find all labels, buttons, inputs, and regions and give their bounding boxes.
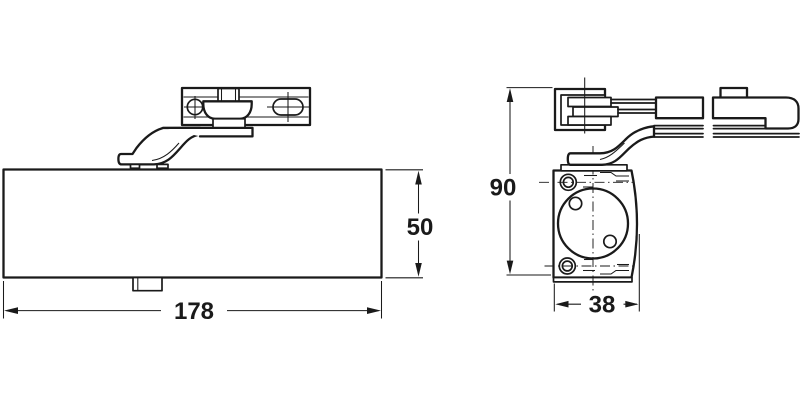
front-width-label: 178 xyxy=(174,298,214,325)
cam-hole xyxy=(568,196,583,211)
rod-adjust-tab xyxy=(719,86,749,99)
front-height-label: 50 xyxy=(407,214,434,241)
side-width-label: 38 xyxy=(589,292,616,319)
closer-arm-front xyxy=(117,126,202,170)
mounting-bracket-front xyxy=(161,86,312,138)
rod-block-end xyxy=(711,96,800,130)
closer-arm-side xyxy=(560,124,800,172)
rod-rails xyxy=(610,98,657,114)
cam-hole xyxy=(602,234,618,249)
front-width-dimension: 178 xyxy=(2,281,383,325)
side-height-label: 90 xyxy=(490,175,517,202)
mounting-bracket-side xyxy=(553,77,657,134)
slotted-hole xyxy=(267,92,311,122)
front-height-dimension: 50 xyxy=(385,169,434,279)
valve-tab xyxy=(132,276,163,292)
front-view xyxy=(2,86,383,292)
side-width-dimension: 38 xyxy=(553,234,640,319)
arm-fork-rails xyxy=(653,124,800,138)
arm-foot-pad xyxy=(129,163,141,170)
arm-foot-pad xyxy=(156,163,169,170)
closer-body-front xyxy=(2,168,383,279)
rod-block xyxy=(654,96,705,120)
arm-rod xyxy=(654,86,800,130)
side-height-dimension: 90 xyxy=(490,87,553,276)
arm-hub xyxy=(161,126,254,138)
side-view xyxy=(539,77,800,292)
